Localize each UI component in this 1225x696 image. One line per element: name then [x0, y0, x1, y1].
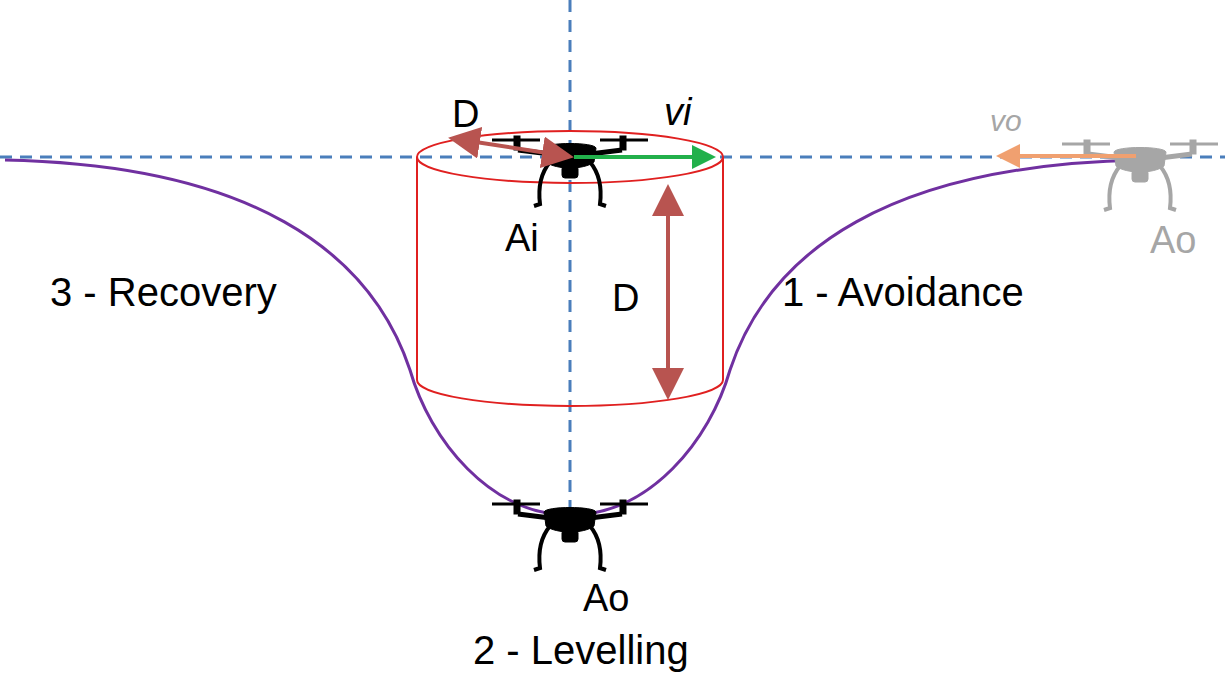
dimension-label: D: [612, 278, 639, 320]
radius-arrow: [456, 139, 566, 156]
drone-ao-levelling: [492, 500, 648, 570]
phase-label: 2 - Levelling: [473, 628, 689, 672]
velocity-label: vi: [664, 92, 691, 134]
phase-label: 3 - Recovery: [50, 270, 277, 314]
trajectory-curve: [5, 160, 1140, 515]
dimension-label: D: [452, 94, 479, 136]
velocity-arrow-o: [1000, 154, 1136, 158]
phase-label: 1 - Avoidance: [782, 270, 1024, 314]
agent-label: Ao: [583, 578, 629, 620]
drone-ao-start: [1062, 140, 1218, 210]
height-arrow: [666, 192, 670, 392]
vertical-axis: [569, 0, 572, 540]
velocity-label: vo: [990, 104, 1022, 137]
velocity-arrow: [574, 155, 712, 159]
horizontal-axis: [0, 156, 1225, 159]
agent-label: Ai: [505, 218, 539, 260]
agent-label: Ao: [1150, 220, 1196, 262]
protection-cylinder: [417, 131, 723, 406]
